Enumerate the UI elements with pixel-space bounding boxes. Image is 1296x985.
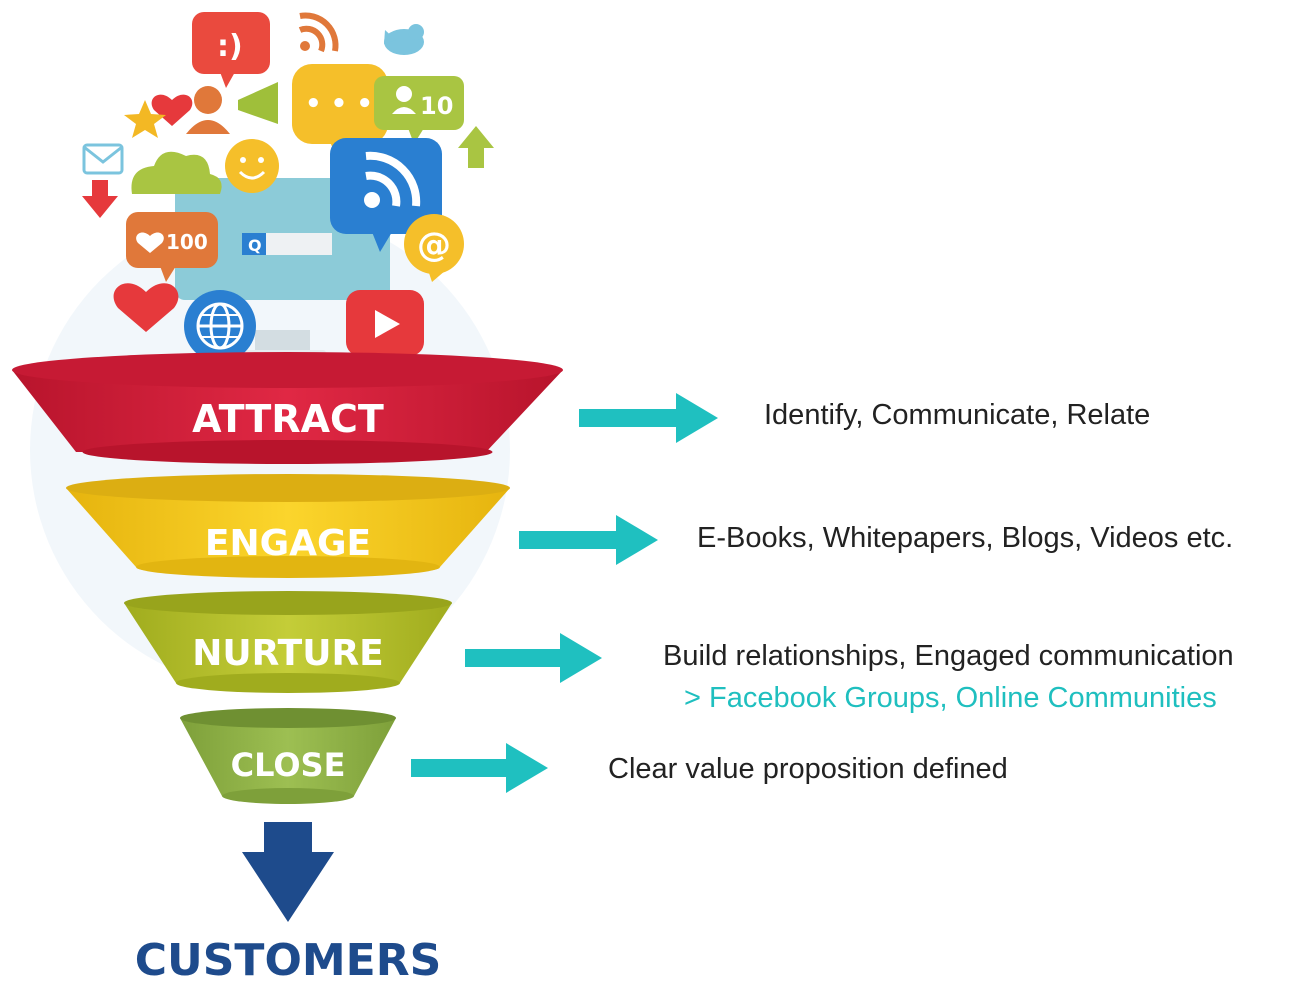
smiley-face-icon — [225, 139, 279, 193]
search-icon — [242, 233, 266, 255]
followers-count: 10 — [420, 92, 453, 120]
email-at-icon: @ — [404, 214, 464, 282]
twitter-bird-icon — [384, 24, 424, 55]
down-arrow-icon — [82, 180, 118, 218]
smiley-bubble-icon: :) — [192, 12, 270, 88]
rss-feed-icon — [330, 138, 442, 252]
funnel-stage-attract: ATTRACT — [12, 352, 563, 464]
stage-label-nurture: NURTURE — [192, 633, 384, 674]
stage-label-attract: ATTRACT — [192, 397, 384, 441]
customers-label: CUSTOMERS — [135, 935, 442, 980]
description-engage: E-Books, Whitepapers, Blogs, Videos etc. — [697, 522, 1234, 554]
likes-count: 100 — [166, 230, 208, 254]
star-icon — [124, 100, 166, 138]
megaphone-icon — [238, 82, 278, 124]
followers-badge-icon: 10 — [374, 76, 464, 144]
funnel-stage-engage: ENGAGE — [66, 474, 510, 578]
search-bar — [266, 233, 332, 255]
person-icon — [186, 86, 230, 134]
search-icon-glyph: Q — [248, 236, 262, 255]
description-attract: Identify, Communicate, Relate — [764, 399, 1151, 431]
description-close: Clear value proposition defined — [608, 753, 1008, 785]
rss-small-icon — [298, 12, 339, 53]
social-media-icons: Q :) — [82, 12, 494, 366]
description-nurture: Build relationships, Engaged communicati… — [663, 640, 1234, 672]
arrow-nurture — [465, 633, 602, 683]
arrow-close — [411, 743, 548, 793]
heart-large-icon — [113, 283, 179, 332]
cloud-icon — [131, 151, 222, 194]
likes-badge-icon: 100 — [126, 212, 218, 282]
arrow-engage — [519, 515, 658, 565]
at-symbol: @ — [417, 225, 451, 265]
stage-label-engage: ENGAGE — [205, 523, 371, 564]
heart-small-icon — [151, 94, 193, 126]
globe-icon — [184, 290, 256, 362]
funnel-stage-nurture: NURTURE — [124, 591, 452, 693]
description-nurture-sub: > Facebook Groups, Online Communities — [684, 682, 1217, 714]
customers-arrow-icon — [242, 822, 334, 922]
mail-icon — [82, 143, 124, 175]
arrow-attract — [579, 393, 718, 443]
stage-label-close: CLOSE — [231, 746, 346, 784]
stage-arrows — [411, 393, 718, 793]
funnel-stage-close: CLOSE — [180, 708, 396, 804]
up-arrow-icon — [458, 126, 494, 168]
smiley-text: :) — [217, 29, 243, 64]
chat-dots-text: • • • — [305, 89, 373, 119]
